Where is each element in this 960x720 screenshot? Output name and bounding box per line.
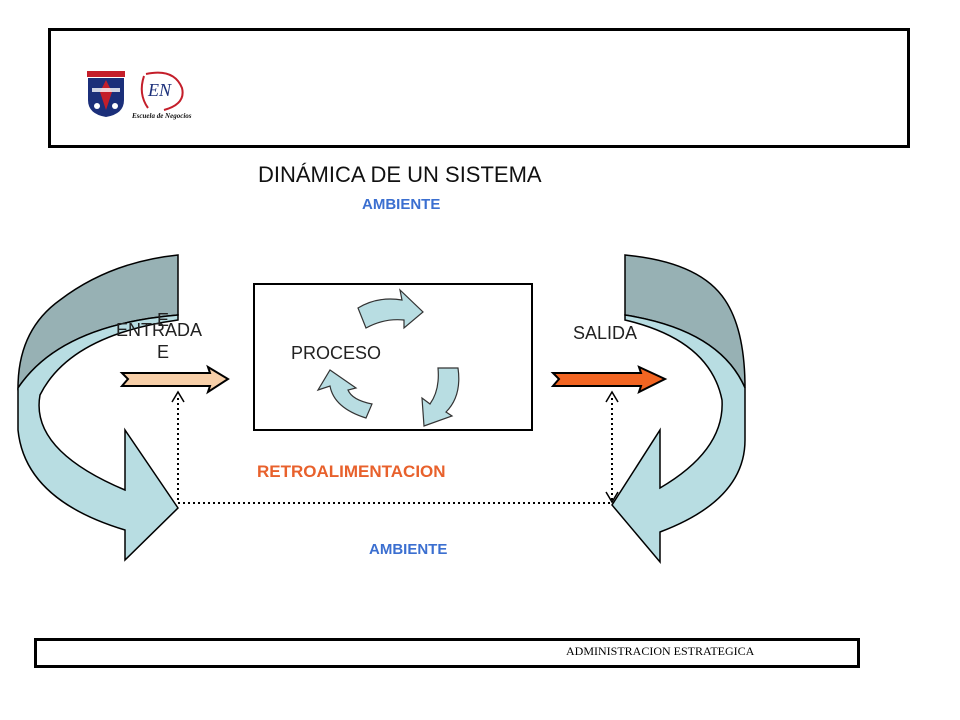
ambiente-top-label: AMBIENTE (362, 196, 441, 213)
salida-arrow (550, 365, 668, 394)
footer-frame (34, 638, 860, 668)
en-logo-icon: EN Escuela de Negocios (131, 71, 192, 120)
entrada-label: ENTRADA (116, 320, 203, 340)
entrada-overlap-letter: E (157, 310, 170, 330)
feedback-lines (177, 398, 613, 504)
retroalimentacion-label: RETROALIMENTACION (257, 462, 446, 481)
right-curve-bottom (611, 314, 746, 565)
en-caption: Escuela de Negocios (131, 112, 192, 120)
left-curve-bottom (17, 314, 179, 562)
entrada-wrap-letter: E (157, 342, 170, 362)
footer-text: ADMINISTRACION ESTRATEGICA (566, 644, 755, 658)
cycle-arrow-top (357, 288, 424, 330)
diagram-title: DINÁMICA DE UN SISTEMA (258, 162, 542, 187)
salida-label: SALIDA (573, 323, 638, 343)
en-initials: EN (147, 80, 172, 100)
entrada-arrow (119, 364, 230, 395)
process-box (253, 283, 533, 431)
header-frame (48, 28, 910, 148)
proceso-label: PROCESO (291, 343, 382, 363)
shield-logo-icon (87, 71, 125, 117)
cycle-arrow-left (316, 369, 373, 419)
cycle-arrow-right (421, 367, 460, 427)
feedback-arrowheads (171, 390, 619, 504)
ambiente-bottom-label: AMBIENTE (369, 541, 448, 558)
